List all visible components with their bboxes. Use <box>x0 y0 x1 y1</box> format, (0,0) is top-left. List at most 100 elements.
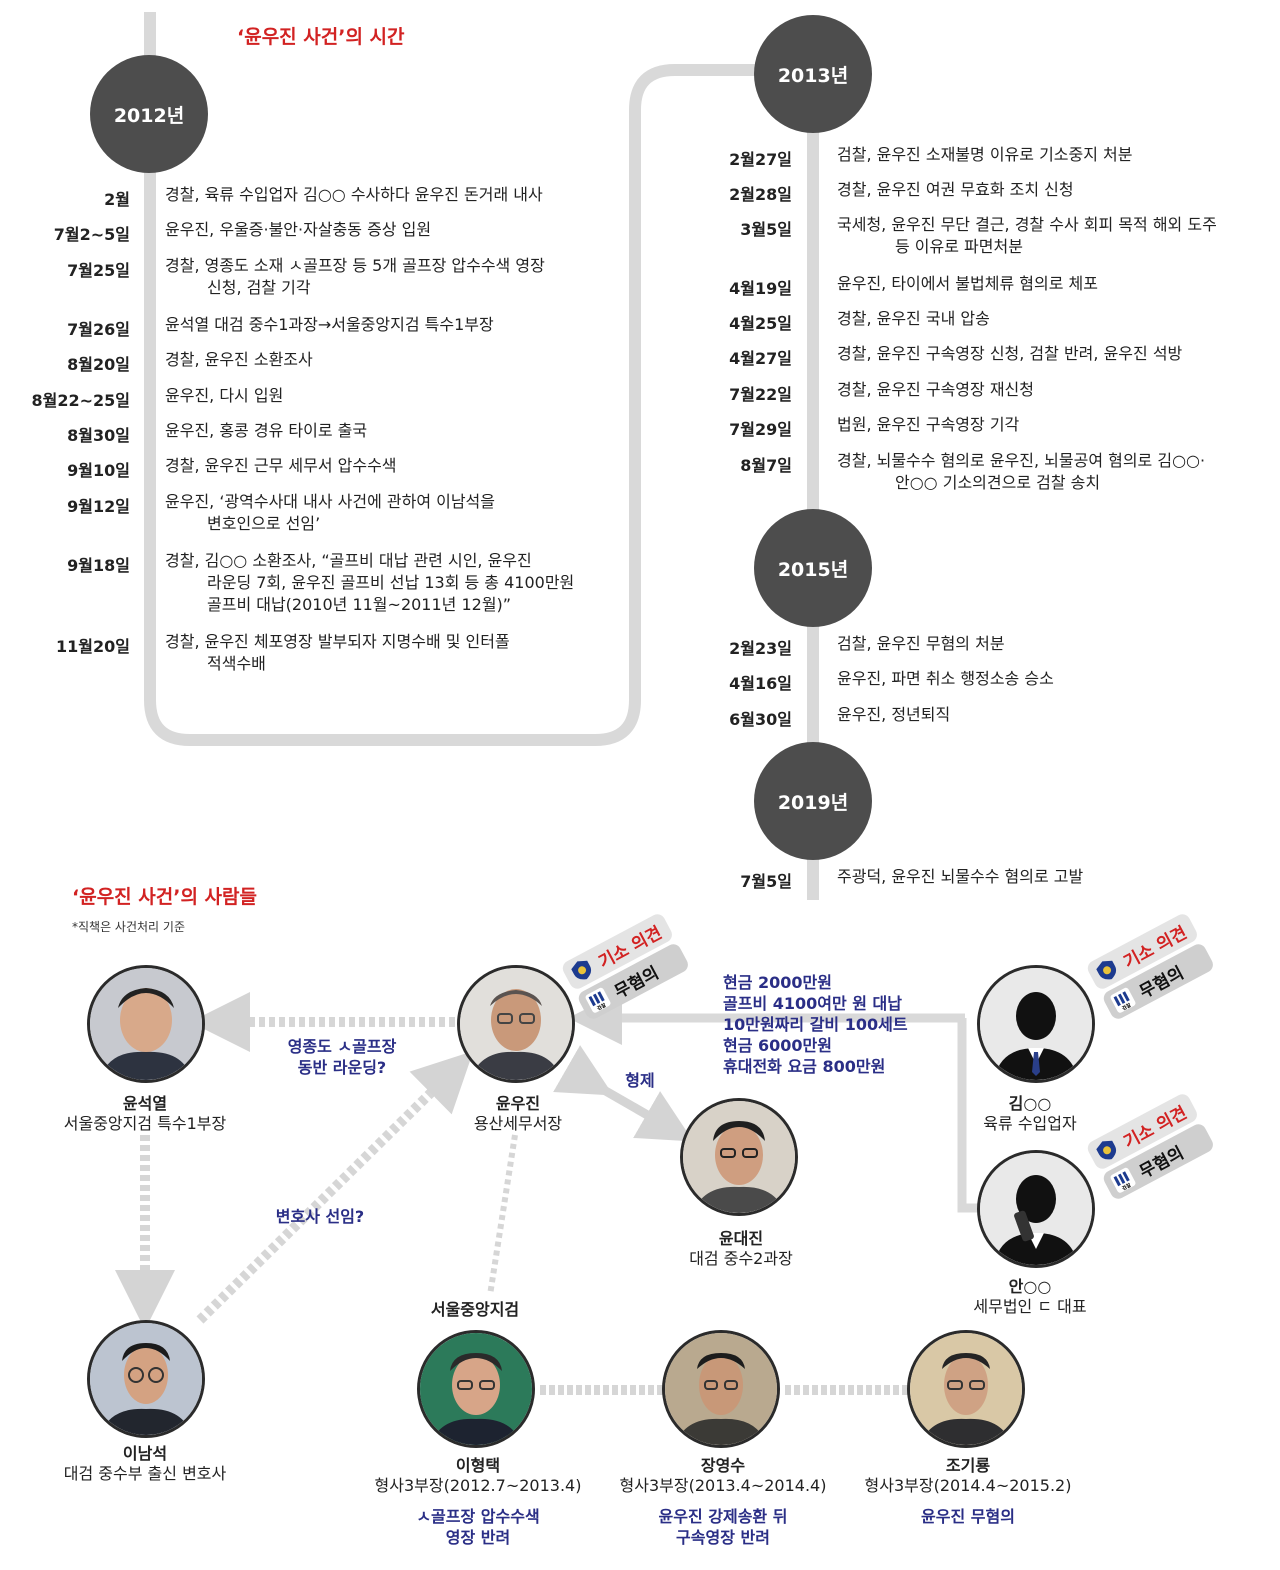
role-jang-youngsoo: 형사3부장(2013.4~2014.4) <box>619 1476 827 1495</box>
event-date: 7월29일 <box>729 420 792 439</box>
event-date: 9월12일 <box>67 497 130 516</box>
role-lee-namseok: 대검 중수부 출신 변호사 <box>63 1464 227 1483</box>
year-2012: 2012년 <box>90 55 208 173</box>
event-text: 검찰, 윤우진 소재불명 이유로 기소중지 처분 <box>837 144 1132 166</box>
event-text-line: 경찰, 윤우진 구속영장 재신청 <box>837 380 1034 399</box>
svg-text:검찰: 검찰 <box>1121 1181 1133 1192</box>
event-text-line: 등 이유로 파면처분 <box>895 237 1023 256</box>
event-date: 4월27일 <box>729 349 792 368</box>
event-text-line: 윤우진, 우울증·불안·자살충동 증상 입원 <box>165 220 432 239</box>
police-emblem-icon <box>1092 1135 1122 1165</box>
timeline-title: ‘윤우진 사건’의 시간 <box>237 26 405 48</box>
group-label-seoul-central: 서울중앙지검 <box>430 1300 520 1319</box>
badges-kim: 기소 의견 검찰 무혐의 <box>1085 911 1218 1025</box>
edge-label-golf: 영종도 ㅅ골프장 동반 라운딩? <box>287 1037 397 1077</box>
event-text-line: 안○○ 기소의견으로 검찰 송치 <box>895 473 1101 492</box>
event-text-line: 경찰, 영종도 소재 ㅅ골프장 등 5개 골프장 압수수색 영장 <box>165 256 545 275</box>
police-emblem-icon <box>1092 955 1122 985</box>
event-text-line: 윤우진, 정년퇴직 <box>837 705 951 724</box>
event-text: 경찰, 뇌물수수 혐의로 윤우진, 뇌물공여 혐의로 김○○· 안○○ 기소의견으… <box>837 450 1205 494</box>
event-date: 6월30일 <box>729 710 792 729</box>
photo-kim <box>977 965 1095 1083</box>
event-text-line: 윤석열 대검 중수1과장→서울중앙지검 특수1부장 <box>165 315 494 334</box>
event-text-line: 윤우진, 다시 입원 <box>165 386 284 405</box>
badges-ahn: 기소 의견 검찰 무혐의 <box>1085 1091 1218 1205</box>
name-yoon-woojin: 윤우진 <box>495 1094 541 1113</box>
svg-text:검찰: 검찰 <box>596 1001 608 1012</box>
year-2013: 2013년 <box>754 15 872 133</box>
note-cho-giryong: 윤우진 무혐의 <box>921 1507 1015 1526</box>
event-text-line: 경찰, 윤우진 구속영장 신청, 검찰 반려, 윤우진 석방 <box>837 344 1183 363</box>
role-lee-hyungtaek: 형사3부장(2012.7~2013.4) <box>374 1476 582 1495</box>
event-date: 2월27일 <box>729 150 792 169</box>
event-text-line: 적색수배 <box>207 654 266 673</box>
badge-clear: 검찰 무혐의 <box>1100 941 1217 1022</box>
svg-text:검찰: 검찰 <box>1121 1001 1133 1012</box>
event-text: 법원, 윤우진 구속영장 기각 <box>837 414 1019 436</box>
edge-label-money: 현금 2000만원 골프비 4100여만 원 대납 10만원짜리 갈비 100세… <box>723 973 908 1076</box>
photo-ahn <box>977 1150 1095 1268</box>
people-title: ‘윤우진 사건’의 사람들 <box>72 886 257 908</box>
event-date: 8월7일 <box>740 456 792 475</box>
badge-charge: 기소 의견 <box>1085 1091 1201 1172</box>
timeline-connector <box>144 12 819 900</box>
event-text: 경찰, 윤우진 근무 세무서 압수수색 <box>165 455 397 477</box>
photo-lee-namseok <box>87 1320 205 1438</box>
event-date: 7월22일 <box>729 385 792 404</box>
prosecution-emblem-icon: 검찰 <box>583 985 613 1015</box>
event-date: 2월28일 <box>729 185 792 204</box>
note-jang-youngsoo: 윤우진 강제송환 뒤 구속영장 반려 <box>658 1507 788 1547</box>
event-text-line: 경찰, 윤우진 체포영장 발부되자 지명수배 및 인터폴 <box>165 632 510 651</box>
event-text: 윤우진, 홍콩 경유 타이로 출국 <box>165 420 367 442</box>
event-text: 윤석열 대검 중수1과장→서울중앙지검 특수1부장 <box>165 314 494 336</box>
event-text-line: 검찰, 윤우진 무혐의 처분 <box>837 634 1005 653</box>
event-text: 경찰, 윤우진 구속영장 재신청 <box>837 379 1034 401</box>
role-kim: 육류 수입업자 <box>983 1114 1077 1133</box>
event-text-line: 윤우진, 파면 취소 행정소송 승소 <box>837 669 1054 688</box>
event-date: 4월25일 <box>729 314 792 333</box>
photo-jang-youngsoo <box>662 1330 780 1448</box>
event-text-line: 경찰, 윤우진 근무 세무서 압수수색 <box>165 456 397 475</box>
event-date: 2월23일 <box>729 639 792 658</box>
edge-label-lawyer: 변호사 선임? <box>275 1207 365 1226</box>
role-ahn: 세무법인 ㄷ 대표 <box>973 1297 1087 1316</box>
event-text: 경찰, 윤우진 구속영장 신청, 검찰 반려, 윤우진 석방 <box>837 343 1182 365</box>
event-date: 7월26일 <box>67 320 130 339</box>
name-jang-youngsoo: 장영수 <box>700 1456 746 1475</box>
event-date: 4월19일 <box>729 279 792 298</box>
people-note: *직책은 사건처리 기준 <box>72 920 185 934</box>
name-cho-giryong: 조기룡 <box>945 1456 991 1475</box>
event-date: 8월20일 <box>67 355 130 374</box>
prosecution-emblem-icon: 검찰 <box>1108 985 1138 1015</box>
badge-charge: 기소 의견 <box>560 911 676 992</box>
year-2019: 2019년 <box>754 742 872 860</box>
event-text-line: 경찰, 뇌물수수 혐의로 윤우진, 뇌물공여 혐의로 김○○· <box>837 451 1206 470</box>
event-text: 주광덕, 윤우진 뇌물수수 혐의로 고발 <box>837 866 1083 888</box>
note-lee-hyungtaek: ㅅ골프장 압수수색 영장 반려 <box>416 1507 540 1547</box>
event-text-line: 골프비 대납(2010년 11월~2011년 12월)” <box>207 595 512 614</box>
event-text-line: 윤우진, 타이에서 불법체류 혐의로 체포 <box>837 274 1098 293</box>
event-text-line: 경찰, 윤우진 소환조사 <box>165 350 313 369</box>
event-text: 윤우진, 타이에서 불법체류 혐의로 체포 <box>837 273 1098 295</box>
event-text: 경찰, 육류 수입업자 김○○ 수사하다 윤우진 돈거래 내사 <box>165 184 543 206</box>
photo-lee-hyungtaek <box>417 1330 535 1448</box>
event-date: 2월 <box>104 190 130 209</box>
role-yoon-daejin: 대검 중수2과장 <box>689 1249 793 1268</box>
photo-yoon-woojin <box>457 965 575 1083</box>
event-text-line: 변호인으로 선임’ <box>207 514 321 533</box>
event-text: 윤우진, 우울증·불안·자살충동 증상 입원 <box>165 219 431 241</box>
badges-yoon-woojin: 기소 의견 검찰 무혐의 <box>560 911 693 1025</box>
event-date: 7월5일 <box>740 872 792 891</box>
event-date: 8월22~25일 <box>31 391 130 410</box>
role-cho-giryong: 형사3부장(2014.4~2015.2) <box>864 1476 1072 1495</box>
event-date: 7월25일 <box>67 261 130 280</box>
event-text-line: 윤우진, 홍콩 경유 타이로 출국 <box>165 421 368 440</box>
event-text-line: 윤우진, ‘광역수사대 내사 사건에 관하여 이남석을 <box>165 492 496 511</box>
event-date: 7월2~5일 <box>53 225 130 244</box>
event-date: 9월10일 <box>67 461 130 480</box>
name-lee-namseok: 이남석 <box>122 1444 168 1463</box>
photo-yoon-seokyeol <box>87 965 205 1083</box>
event-date: 8월30일 <box>67 426 130 445</box>
